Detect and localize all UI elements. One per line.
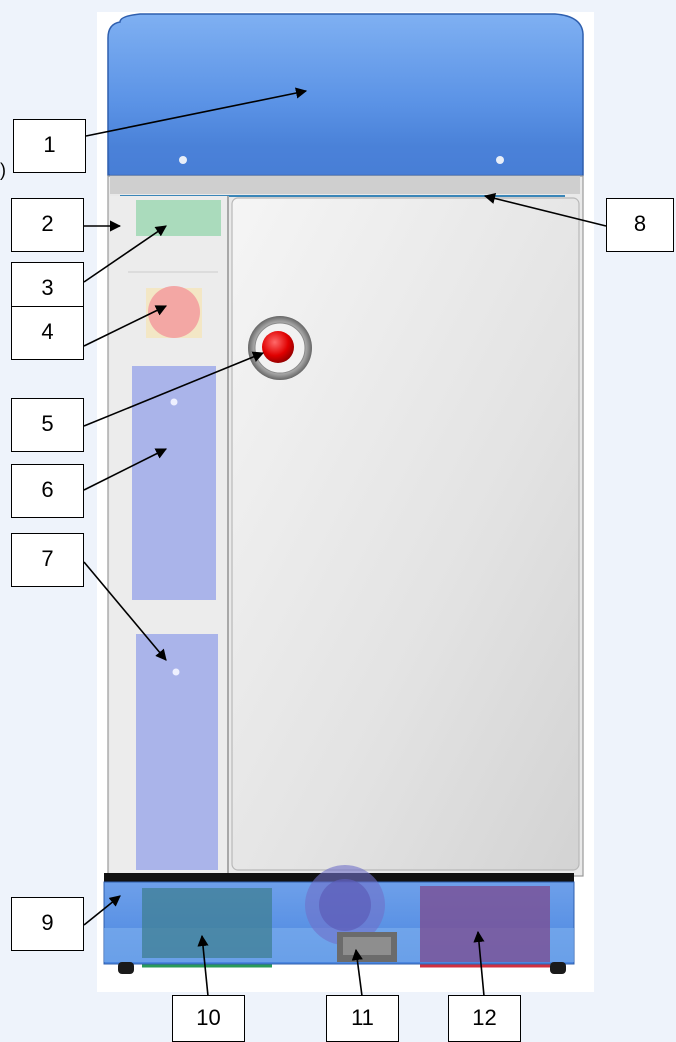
component-3-board — [136, 200, 221, 236]
callout-9: 9 — [11, 897, 84, 951]
callout-5: 5 — [11, 398, 84, 452]
leader-arrows — [83, 87, 607, 997]
arrow-7 — [83, 561, 167, 661]
component-4-indicator — [146, 286, 202, 338]
arrow-1 — [85, 87, 308, 137]
component-10-bin — [142, 888, 272, 958]
arrow-11 — [351, 948, 363, 997]
callout-7: 7 — [11, 533, 84, 587]
arrow-6 — [83, 448, 168, 491]
callout-11: 11 — [326, 995, 399, 1042]
stray-mark: ) — [0, 160, 6, 180]
callout-8: 8 — [606, 198, 674, 252]
arrow-3 — [83, 225, 167, 283]
arrow-12 — [473, 930, 485, 997]
component-12-bin — [420, 886, 550, 962]
callout-4: 4 — [11, 306, 84, 360]
emergency-stop-button — [248, 316, 312, 380]
callout-6: 6 — [11, 464, 84, 518]
callout-2: 2 — [11, 198, 84, 252]
top-cover — [107, 13, 584, 176]
arrow-8 — [483, 192, 607, 227]
arrow-9 — [83, 895, 121, 926]
callout-12: 12 — [448, 995, 521, 1042]
base-unit — [103, 865, 575, 974]
callout-1: 1 — [13, 119, 86, 173]
callout-10: 10 — [172, 995, 245, 1042]
arrow-5 — [83, 351, 265, 427]
arrow-10 — [197, 934, 209, 997]
door-panel — [231, 197, 580, 871]
arrow-4 — [83, 305, 168, 347]
